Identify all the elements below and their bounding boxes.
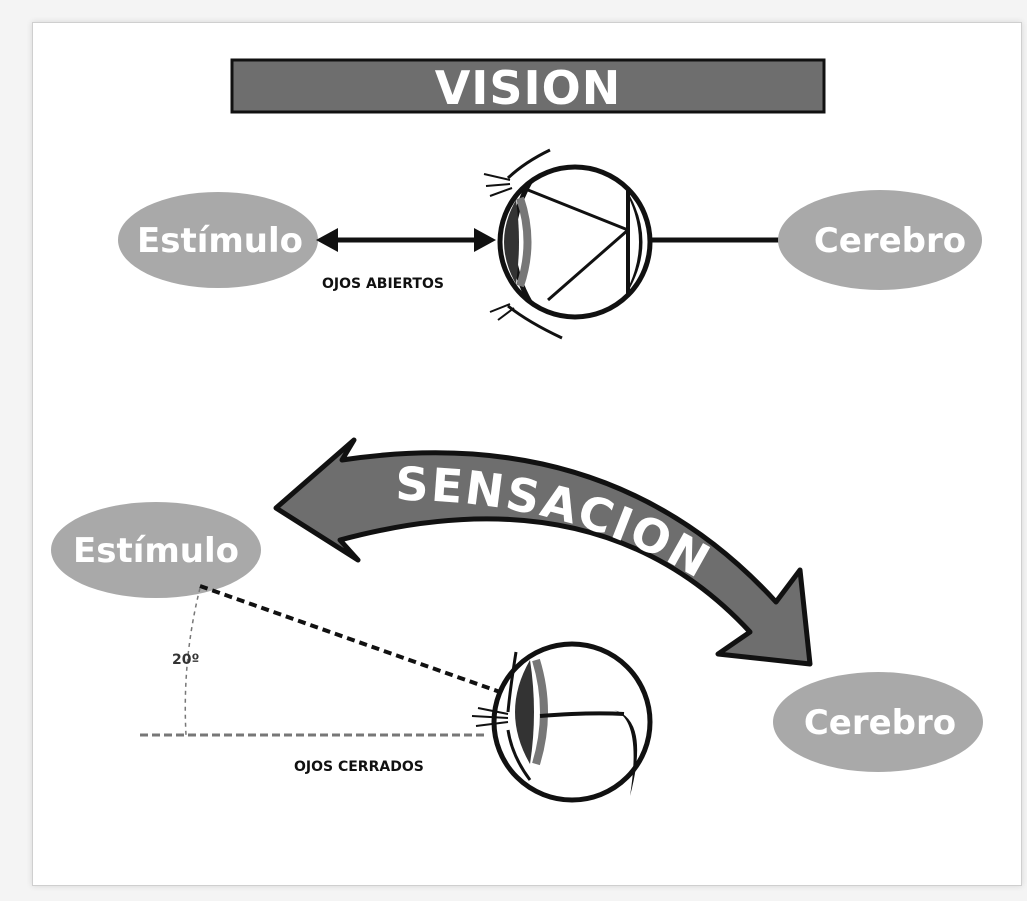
angle-label: 20º: [172, 652, 199, 668]
bottom-stimulus-oval: Estímulo: [51, 502, 261, 598]
top-eye-state-label: OJOS ABIERTOS: [322, 276, 444, 292]
top-stimulus-oval: Estímulo: [118, 192, 318, 288]
top-double-arrow: [316, 228, 496, 252]
title-bar: VISION: [230, 58, 826, 115]
bottom-brain-oval: Cerebro: [773, 672, 983, 772]
top-stimulus-label: Estímulo: [137, 221, 303, 261]
title-text: VISION: [435, 61, 622, 115]
bottom-brain-label: Cerebro: [804, 703, 956, 743]
open-eye-icon: [483, 148, 653, 340]
sensation-arc-arrow: SENSACION: [273, 437, 813, 667]
bottom-stimulus-label: Estímulo: [73, 531, 239, 571]
angle-indicator: 20º: [140, 584, 501, 737]
top-brain-label: Cerebro: [814, 221, 966, 261]
bottom-eye-state-label: OJOS CERRADOS: [294, 759, 424, 775]
top-brain-oval: Cerebro: [778, 190, 982, 290]
closed-eye-icon: [471, 641, 653, 803]
